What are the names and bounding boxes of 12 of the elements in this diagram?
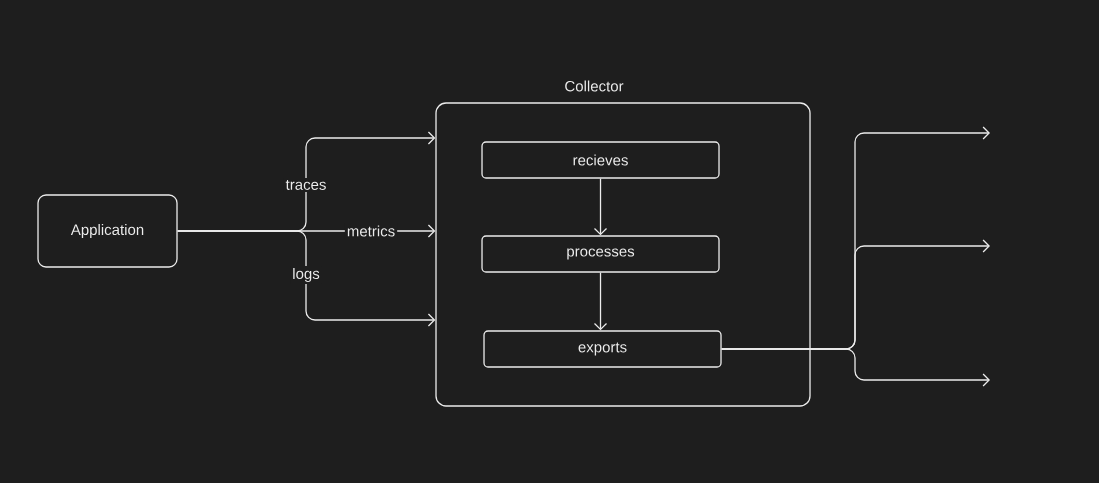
process-box: exports bbox=[483, 330, 722, 368]
process-box: Application bbox=[37, 194, 178, 268]
arrow bbox=[177, 230, 436, 327]
edge-label: metrics bbox=[344, 223, 398, 239]
process-box: recieves bbox=[481, 141, 720, 179]
arrow bbox=[593, 272, 608, 331]
edge-label: traces bbox=[283, 178, 329, 192]
edge-label: logs bbox=[290, 266, 322, 284]
container-title: Collector bbox=[565, 80, 624, 92]
arrow bbox=[593, 178, 608, 236]
process-box: processes bbox=[481, 235, 720, 273]
arrow bbox=[721, 348, 990, 387]
